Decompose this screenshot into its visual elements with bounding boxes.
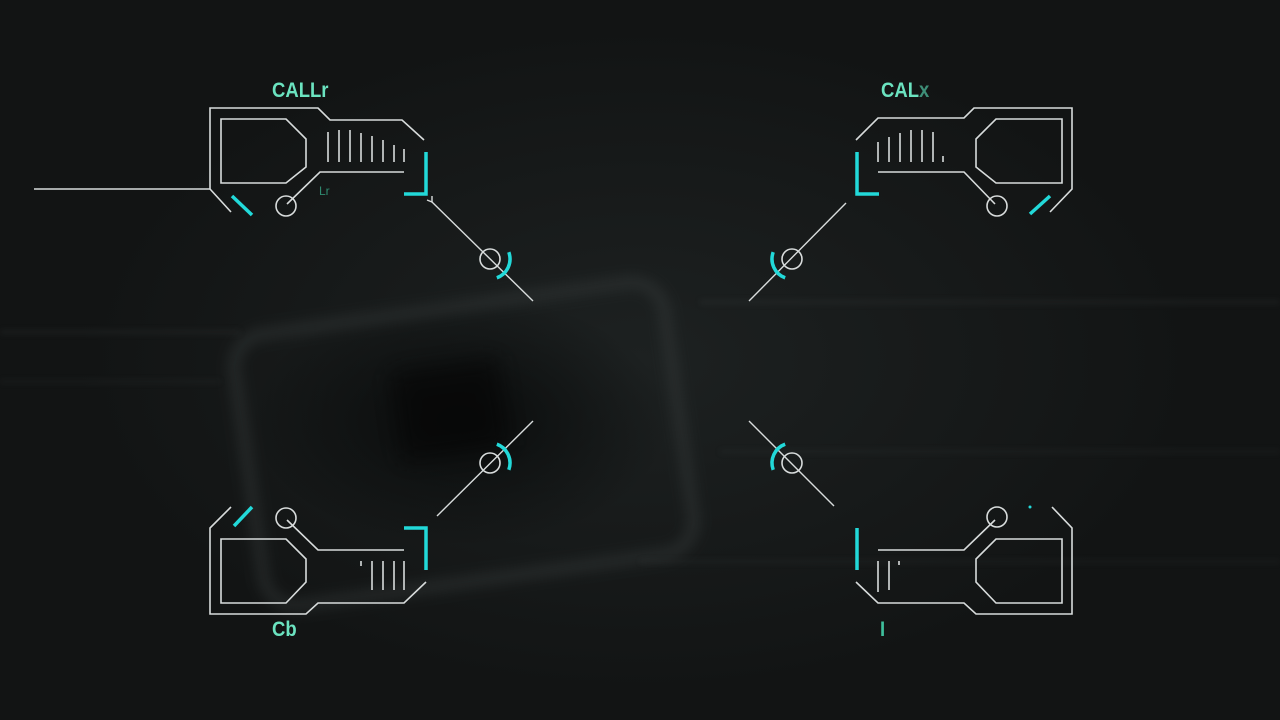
target-arc-icon [496,442,512,471]
panel-frame [34,107,425,190]
reticle-line [748,202,847,302]
panel-frame [855,107,1073,213]
reticle-end-mark [426,196,433,204]
sub-label-top-left: Lr [319,184,330,198]
circuit-trace [0,380,220,383]
label-top-right: CALx [881,79,929,103]
target-circle-icon [781,452,803,474]
reticle-top-right [748,202,847,302]
target-arc-icon [770,442,786,471]
level-bars [360,561,405,590]
reticle-line [748,420,835,507]
panel-inner-box [975,118,1063,184]
corner-bracket-icon [855,152,879,196]
circuit-trace [640,560,1280,563]
panel-frame [209,188,232,213]
circuit-trace [700,300,1280,304]
panel-connector [286,519,404,551]
level-bars [877,561,900,592]
panel-inner-box [220,118,307,184]
node-circle-icon [275,507,297,529]
target-arc-icon [770,251,786,280]
accent-tick [1028,194,1052,216]
circuit-trace [0,330,240,334]
target-circle-icon [479,452,501,474]
label-top-right-main: CAL [881,79,919,102]
target-circle-icon [781,248,803,270]
label-top-left: CALLr [272,79,329,102]
accent-dot [1028,505,1032,509]
label-bottom-left: Cb [272,618,297,641]
panel-bottom-right [855,505,1073,615]
reticle-bottom-left [436,420,534,517]
accent-tick [230,194,254,217]
node-circle-icon [986,195,1008,217]
panel-top-right [855,107,1073,217]
level-bars [327,130,405,162]
level-bars [877,130,944,162]
reticle-bottom-right [748,420,835,507]
label-bottom-right: I [880,618,886,641]
target-arc-icon [496,251,512,280]
target-circle-icon [479,248,501,270]
panel-inner-box [220,538,307,604]
panel-connector [878,519,996,551]
panel-frame [209,506,427,615]
panel-frame [855,506,1073,615]
corner-bracket-icon [404,152,428,196]
label-top-right-fade: x [918,79,930,102]
panel-connector [286,171,404,205]
circuit-trace [720,450,1280,453]
panel-top-left [34,107,428,217]
node-circle-icon [275,195,297,217]
node-circle-icon [986,506,1008,528]
panel-connector [878,171,996,205]
accent-tick [232,505,254,528]
corner-bracket-icon [404,526,428,570]
reticle-line [436,420,534,517]
panel-bottom-left [209,505,428,615]
reticle-top-left [426,196,534,302]
panel-inner-box [975,538,1063,604]
